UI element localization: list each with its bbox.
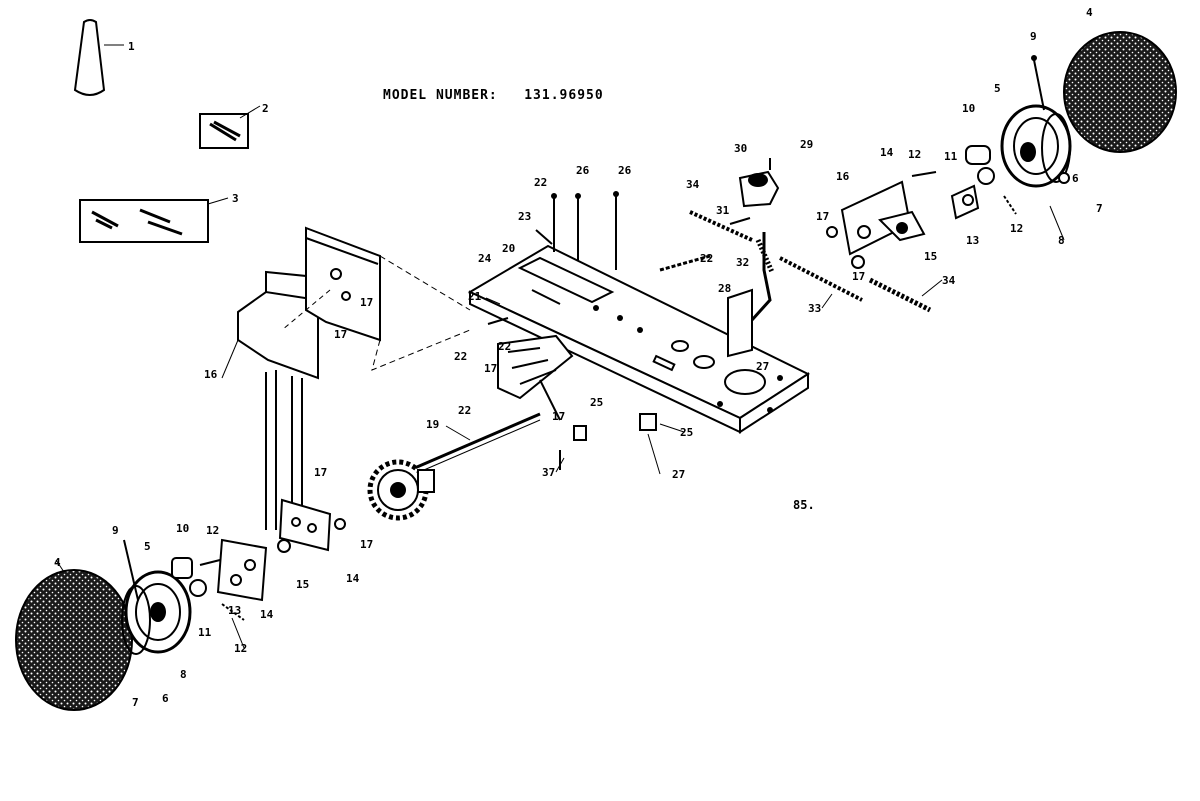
callout-17-g: 17 xyxy=(314,466,327,479)
part-decal-set xyxy=(79,197,229,243)
model-number-line: MODEL NUMBER: 131.96950 xyxy=(383,88,604,103)
callout-27-b: 27 xyxy=(672,468,685,481)
mount-plate-left xyxy=(237,270,346,552)
callout-17-b: 17 xyxy=(852,270,865,283)
part-cone xyxy=(73,19,124,96)
model-number-label: MODEL NUMBER: xyxy=(383,88,498,103)
callout-30: 30 xyxy=(734,142,747,155)
callout-37: 37 xyxy=(542,466,555,479)
callout-12-left: 12 xyxy=(206,524,219,537)
callout-10-left: 10 xyxy=(176,522,189,535)
tire-right xyxy=(1063,31,1177,153)
left-axle-hardware xyxy=(171,538,291,621)
callout-17-f: 17 xyxy=(552,410,565,423)
callout-8-left: 8 xyxy=(180,668,187,681)
callout-19: 19 xyxy=(426,418,439,431)
callout-22-c: 22 xyxy=(454,350,467,363)
tire-left xyxy=(15,559,133,711)
model-number-value: 131.96950 xyxy=(524,88,604,103)
callout-8-right: 8 xyxy=(1058,234,1065,247)
callout-4-right: 4 xyxy=(1086,6,1093,19)
callout-11-right: 11 xyxy=(944,150,958,163)
callout-27-a: 27 xyxy=(756,360,769,373)
callout-16-right: 16 xyxy=(836,170,850,183)
callout-24: 24 xyxy=(478,252,492,265)
callout-14-left: 14 xyxy=(260,608,274,621)
linkage-right xyxy=(689,158,932,358)
callout-22-b: 22 xyxy=(700,252,713,265)
callout-16-left: 16 xyxy=(204,368,218,381)
callout-2: 2 xyxy=(262,102,269,115)
part-decal-small xyxy=(199,105,261,149)
callout-26-a: 26 xyxy=(576,164,590,177)
callout-29: 29 xyxy=(800,138,813,151)
callout-20: 20 xyxy=(502,242,515,255)
callout-15-left: 15 xyxy=(296,578,309,591)
callout-17-d: 17 xyxy=(334,328,347,341)
callout-6-left: 6 xyxy=(162,692,169,705)
callout-17-e: 17 xyxy=(484,362,497,375)
wheel-right xyxy=(1000,55,1072,188)
callout-34-b: 34 xyxy=(942,274,956,287)
leader-lines xyxy=(221,205,1065,649)
callout-5-right: 5 xyxy=(994,82,1001,95)
callout-9-right: 9 xyxy=(1030,30,1037,43)
callout-31: 31 xyxy=(716,204,730,217)
callout-10-right: 10 xyxy=(962,102,975,115)
callout-22-d: 22 xyxy=(498,340,511,353)
callout-7-right: 7 xyxy=(1096,202,1103,215)
callout-11-left: 11 xyxy=(198,626,212,639)
callout-25-a: 25 xyxy=(590,396,603,409)
rear-bracket xyxy=(281,226,471,371)
callout-6-right: 6 xyxy=(1072,172,1079,185)
callout-17-h: 17 xyxy=(360,538,373,551)
wheel-left xyxy=(121,539,192,655)
page-number: 85. xyxy=(793,498,815,512)
callout-1: 1 xyxy=(128,40,135,53)
callout-22-a: 22 xyxy=(534,176,547,189)
axle-shaft xyxy=(409,412,541,477)
frame-bolts xyxy=(487,191,711,325)
callout-23: 23 xyxy=(518,210,531,223)
callout-21: 21 xyxy=(468,290,482,303)
callout-14-mid: 14 xyxy=(346,572,360,585)
sprocket xyxy=(367,459,435,521)
callout-33: 33 xyxy=(808,302,821,315)
callout-numbers: 1 2 3 4 4 5 5 6 6 7 7 8 8 9 9 10 10 11 1… xyxy=(54,6,1103,709)
callout-26-b: 26 xyxy=(618,164,632,177)
main-frame xyxy=(467,244,811,434)
callout-34-a: 34 xyxy=(686,178,700,191)
pedal-bracket-assembly xyxy=(497,334,657,470)
callout-17-a: 17 xyxy=(816,210,829,223)
callout-13-left: 13 xyxy=(228,604,241,617)
callout-17-c: 17 xyxy=(360,296,373,309)
callout-14-right: 14 xyxy=(880,146,894,159)
right-axle-hardware xyxy=(826,145,1017,269)
callout-12-bottom: 12 xyxy=(234,642,247,655)
callout-25-b: 25 xyxy=(680,426,693,439)
callout-12-top: 12 xyxy=(908,148,921,161)
callout-22-e: 22 xyxy=(458,404,471,417)
callout-12-right: 12 xyxy=(1010,222,1023,235)
callout-5-left: 5 xyxy=(144,540,151,553)
callout-32: 32 xyxy=(736,256,749,269)
callout-28: 28 xyxy=(718,282,731,295)
callout-7-left: 7 xyxy=(132,696,139,709)
callout-9-left: 9 xyxy=(112,524,119,537)
callout-3: 3 xyxy=(232,192,239,205)
callout-13-right: 13 xyxy=(966,234,979,247)
callout-15-right: 15 xyxy=(924,250,937,263)
callout-4-left: 4 xyxy=(54,556,61,569)
